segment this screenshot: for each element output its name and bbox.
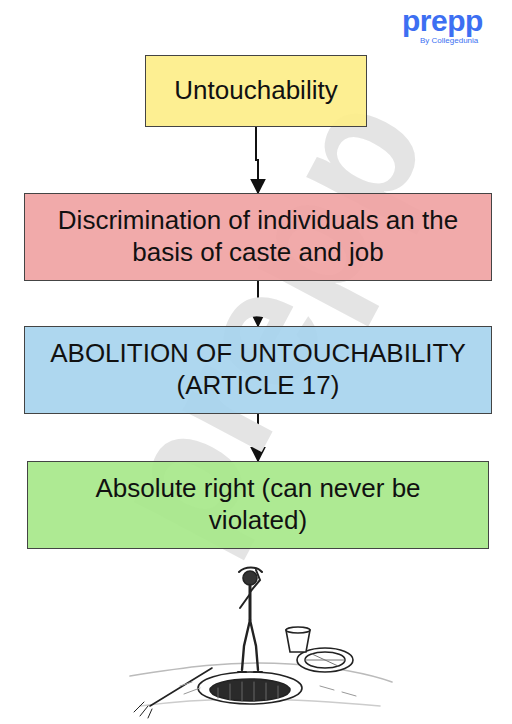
process-box: Untouchability <box>145 55 367 127</box>
box-text: ABOLITION OF UNTOUCHABILITY (ARTICLE 17) <box>38 338 478 401</box>
process-box: Absolute right (can never be violated) <box>27 461 489 549</box>
manhole-worker-illustration <box>120 556 400 720</box>
logo-text: prepp <box>402 6 483 36</box>
process-box: ABOLITION OF UNTOUCHABILITY (ARTICLE 17) <box>24 326 492 414</box>
box-text: Untouchability <box>174 75 337 107</box>
box-text: Discrimination of individuals an the bas… <box>38 205 478 268</box>
process-box: Discrimination of individuals an the bas… <box>24 193 492 281</box>
box-text: Absolute right (can never be violated) <box>93 473 423 536</box>
logo-subtext: By Collegedunia <box>420 37 478 45</box>
